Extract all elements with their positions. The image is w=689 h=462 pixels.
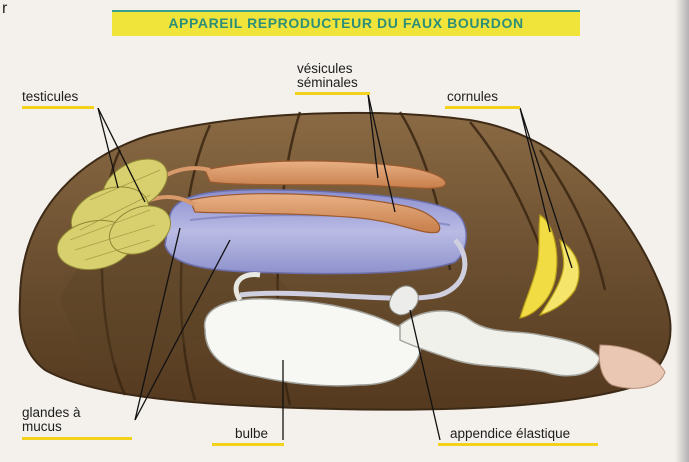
label-underline: [212, 443, 284, 446]
label-glandes-line1: glandes à: [22, 405, 81, 420]
label-testicules: testicules: [22, 89, 78, 104]
label-underline: [295, 92, 370, 95]
label-cornules: cornules: [447, 89, 498, 104]
label-bulbe: bulbe: [235, 426, 268, 441]
page-edge-shadow: [675, 0, 689, 462]
label-underline: [438, 443, 598, 446]
label-vesicules-line2: séminales: [297, 75, 358, 90]
label-underline: [22, 106, 94, 109]
label-vesicules-line1: vésicules: [297, 61, 353, 76]
label-underline: [445, 106, 520, 109]
label-glandes-line2: mucus: [22, 419, 62, 434]
label-underline: [22, 437, 132, 440]
label-appendice: appendice élastique: [450, 426, 570, 441]
